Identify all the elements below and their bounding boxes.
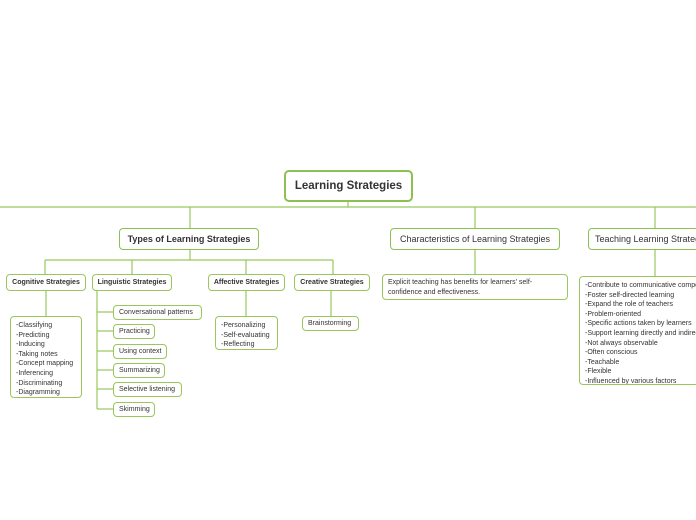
list-item: -Discriminating (16, 379, 63, 387)
creative-node[interactable]: Creative Strategies (294, 274, 370, 291)
cognitive-list[interactable]: -Classifying -Predicting -Inducing -Taki… (10, 316, 82, 398)
teaching-node[interactable]: Teaching Learning Strategies (588, 228, 696, 250)
list-item: -Support learning directly and indirectl… (585, 329, 696, 337)
linguistic-item-practicing[interactable]: Practicing (113, 324, 155, 339)
linguistic-item-context[interactable]: Using context (113, 344, 167, 359)
list-item: -Flexible (585, 368, 612, 376)
list-item: -Taking notes (16, 350, 58, 358)
creative-item-brainstorming[interactable]: Brainstorming (302, 316, 359, 331)
list-item: -Not always observable (585, 339, 658, 347)
list-item: -Personalizing (221, 322, 266, 329)
note-line: Explicit teaching has benefits for learn… (388, 279, 533, 286)
linguistic-item-selective-listening[interactable]: Selective listening (113, 382, 182, 397)
linguistic-item-conversational[interactable]: Conversational patterns (113, 305, 202, 320)
linguistic-item-skimming[interactable]: Skimming (113, 402, 155, 417)
note-line: confidence and effectiveness. (388, 288, 481, 296)
list-item: -Specific actions taken by learners (585, 320, 692, 328)
list-item: -Expand the role of teachers (585, 301, 673, 309)
cognitive-node[interactable]: Cognitive Strategies (6, 274, 86, 291)
list-item: -Self-evaluating (221, 331, 270, 339)
list-item: -Classifying (16, 322, 53, 329)
list-item: -Influenced by various factors (585, 377, 677, 385)
affective-list[interactable]: -Personalizing -Self-evaluating -Reflect… (215, 316, 278, 350)
list-item: -Reflecting (221, 341, 255, 349)
characteristics-note[interactable]: Explicit teaching has benefits for learn… (382, 274, 568, 300)
list-item: -Diagramming (16, 389, 60, 397)
root-node[interactable]: Learning Strategies (284, 170, 413, 202)
list-item: -Teachable (585, 358, 620, 366)
list-item: -Predicting (16, 331, 50, 339)
linguistic-node[interactable]: Linguistic Strategies (92, 274, 172, 291)
types-node[interactable]: Types of Learning Strategies (119, 228, 259, 250)
list-item: -Foster self-directed learning (585, 291, 675, 299)
list-item: -Inferencing (16, 369, 53, 377)
list-item: -Concept mapping (16, 360, 74, 368)
list-item: -Problem-oriented (585, 310, 642, 318)
list-item: -Inducing (16, 341, 45, 349)
linguistic-item-summarizing[interactable]: Summarizing (113, 363, 165, 378)
characteristics-node[interactable]: Characteristics of Learning Strategies (390, 228, 560, 250)
affective-node[interactable]: Affective Strategies (208, 274, 285, 291)
teaching-list[interactable]: -Contribute to communicative competence … (579, 276, 696, 385)
list-item: -Contribute to communicative competence (585, 282, 696, 289)
list-item: -Often conscious (585, 349, 638, 357)
